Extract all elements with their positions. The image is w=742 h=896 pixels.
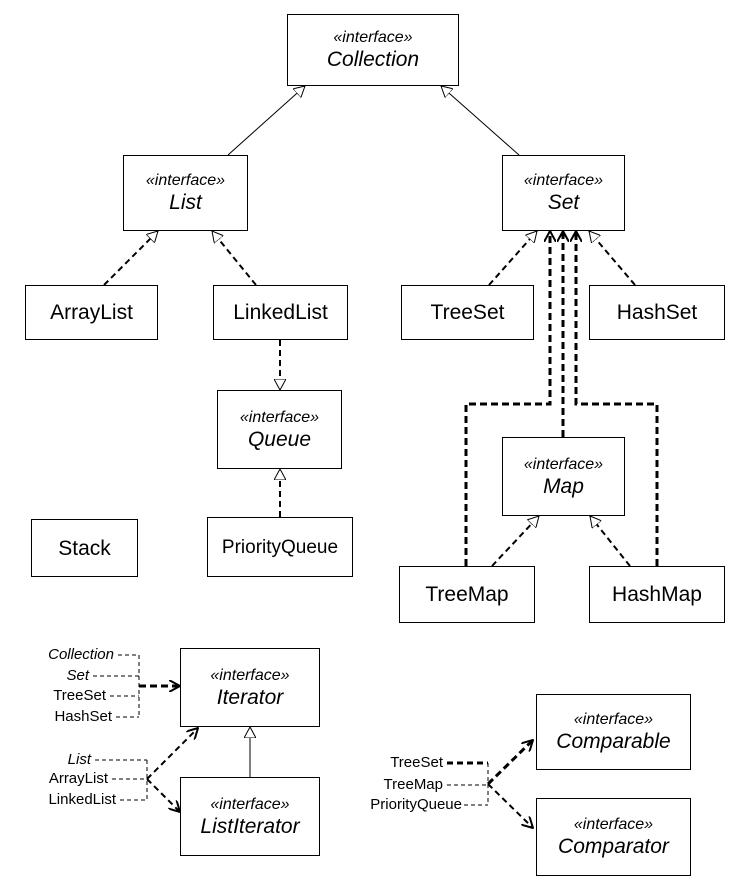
- class-treeset[interactable]: TreeSet: [401, 285, 534, 340]
- interface-name: Queue: [247, 427, 312, 451]
- iterator-source-label: TreeSet: [53, 687, 106, 704]
- class-treemap[interactable]: TreeMap: [399, 566, 535, 623]
- list-extends-collection: [227, 86, 305, 156]
- stereotype-label: «interface»: [523, 172, 604, 189]
- treemap-implements-map: [491, 516, 540, 567]
- interface-name: Comparable: [556, 730, 671, 753]
- hashmap-implements-map: [589, 516, 631, 567]
- comparison-source-label: TreeSet: [390, 754, 443, 771]
- class-name: LinkedList: [233, 301, 328, 324]
- class-name: HashSet: [616, 301, 698, 324]
- stereotype-label: «interface»: [573, 816, 654, 833]
- class-name: ArrayList: [50, 301, 133, 324]
- treemap-uses-set: [464, 231, 550, 566]
- interface-name: Comparator: [558, 835, 669, 858]
- stereotype-label: «interface»: [523, 455, 604, 473]
- interface-comparable[interactable]: «interface» Comparable: [536, 694, 691, 770]
- comparison-source-label: PriorityQueue: [370, 796, 462, 813]
- list-iterator-source-label: LinkedList: [48, 791, 116, 808]
- class-linkedlist[interactable]: LinkedList: [213, 285, 348, 340]
- class-hashset[interactable]: HashSet: [589, 285, 725, 340]
- interface-set[interactable]: «interface» Set: [502, 155, 625, 231]
- list-iterator-source-label: ArrayList: [48, 770, 108, 787]
- interface-name: Iterator: [216, 685, 284, 709]
- class-stack[interactable]: Stack: [31, 519, 138, 577]
- set-extends-collection: [441, 86, 520, 156]
- interface-list-iterator[interactable]: «interface» ListIterator: [180, 777, 320, 856]
- interface-name: ListIterator: [200, 814, 300, 838]
- arraylist-implements-list: [103, 231, 158, 286]
- list-uses-listiterator: [146, 778, 180, 812]
- treeset-implements-set: [488, 231, 538, 286]
- interface-name: Map: [543, 474, 584, 498]
- iterator-source-label: Collection: [48, 646, 114, 663]
- sources-use-comparator: [487, 783, 533, 828]
- stereotype-label: «interface»: [210, 795, 290, 813]
- list-iterator-source-label: List: [67, 751, 91, 768]
- interface-list[interactable]: «interface» List: [123, 155, 248, 231]
- class-name: TreeSet: [430, 301, 505, 324]
- class-arraylist[interactable]: ArrayList: [25, 285, 158, 340]
- hashmap-uses-set: [576, 231, 659, 566]
- interface-queue[interactable]: «interface» Queue: [217, 390, 342, 469]
- class-name: Stack: [58, 536, 111, 560]
- class-priorityqueue[interactable]: PriorityQueue: [207, 517, 353, 577]
- interface-name: Set: [547, 191, 580, 214]
- stereotype-label: «interface»: [573, 711, 654, 728]
- class-name: PriorityQueue: [221, 536, 339, 558]
- list-uses-iterator: [146, 728, 198, 780]
- hashset-implements-set: [588, 231, 636, 286]
- class-name: HashMap: [612, 583, 702, 606]
- stereotype-label: «interface»: [210, 666, 290, 684]
- sources-use-comparable: [486, 740, 533, 786]
- stereotype-label: «interface»: [239, 408, 320, 426]
- class-hashmap[interactable]: HashMap: [589, 566, 725, 623]
- interface-iterator[interactable]: «interface» Iterator: [180, 648, 320, 727]
- interface-name: List: [169, 191, 202, 214]
- stereotype-label: «interface»: [145, 172, 226, 189]
- stereotype-label: «interface»: [333, 29, 413, 46]
- interface-collection[interactable]: «interface» Collection: [287, 14, 459, 86]
- linkedlist-implements-list: [211, 231, 257, 286]
- iterator-source-label: Set: [66, 667, 89, 684]
- interface-map[interactable]: «interface» Map: [502, 437, 625, 516]
- iterator-source-label: HashSet: [54, 708, 112, 725]
- class-name: TreeMap: [425, 583, 509, 606]
- comparison-source-label: TreeMap: [383, 776, 443, 793]
- interface-comparator[interactable]: «interface» Comparator: [536, 798, 691, 876]
- interface-name: Collection: [326, 48, 420, 71]
